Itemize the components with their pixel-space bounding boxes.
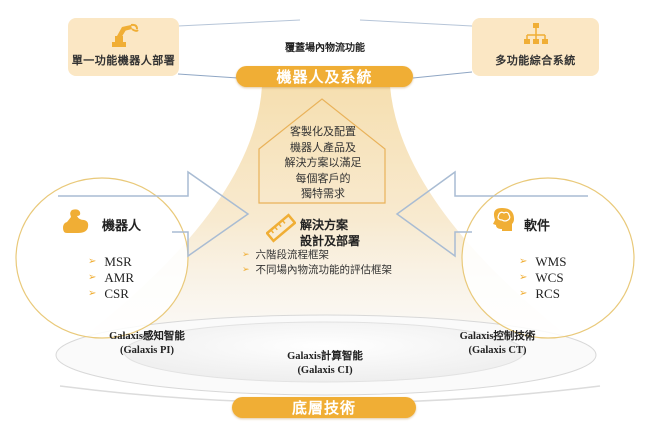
software-list: ➢WMS ➢WCS ➢RCS [519, 254, 566, 302]
robots-systems-pill: 機器人及系統 [236, 66, 413, 87]
muscle-arm-icon [63, 209, 89, 233]
bullet-arrow-icon: ➢ [242, 265, 250, 275]
inner-disc [123, 321, 525, 383]
tech-perception: Galaxis感知智能 (Galaxis PI) [109, 331, 185, 356]
tech-computing: Galaxis計算智能 (Galaxis CI) [287, 351, 363, 376]
funnel-shape [92, 86, 560, 330]
list-item: ➢MSR [88, 254, 132, 269]
bullet-arrow-icon: ➢ [519, 256, 528, 267]
house-outline [258, 98, 386, 204]
robots-title: 機器人 [102, 219, 142, 234]
house-text: 客製化及配置 機器人產品及 解決方案以滿足 每個客戶的 獨特需求 [284, 125, 362, 200]
bullet-arrow-icon: ➢ [88, 272, 97, 283]
solution-title: 解決方案 設計及部署 [300, 218, 361, 248]
right-arrow [395, 170, 588, 258]
robot-arm-icon [112, 23, 139, 47]
hierarchy-icon [524, 23, 548, 44]
brain-head-icon [493, 208, 514, 231]
solution-list: ➢六階段流程框架 ➢不同場內物流功能的評估框架 [242, 248, 392, 278]
left-arrow [58, 170, 250, 258]
bullet-arrow-icon: ➢ [519, 288, 528, 299]
robots-circle [15, 177, 189, 339]
list-item: ➢WCS [519, 270, 564, 285]
list-item: ➢六階段流程框架 [242, 249, 330, 261]
robots-list: ➢MSR ➢AMR ➢CSR [88, 254, 134, 302]
bullet-arrow-icon: ➢ [519, 272, 528, 283]
single-function-card: 單一功能機器人部署 [68, 18, 179, 76]
list-item: ➢AMR [88, 270, 135, 285]
multi-function-label: 多功能綜合系統 [495, 54, 576, 67]
connector-line [177, 19, 301, 27]
multi-function-card: 多功能綜合系統 [472, 18, 599, 76]
connector-caption: 覆蓋場內物流功能 [285, 43, 365, 54]
list-item: ➢CSR [88, 286, 129, 301]
single-function-label: 單一功能機器人部署 [71, 54, 176, 67]
tech-control: Galaxis控制技術 (Galaxis CT) [459, 331, 536, 356]
underlying-tech-pill: 底層技術 [232, 397, 416, 418]
bullet-arrow-icon: ➢ [242, 250, 250, 260]
list-item: ➢WMS [519, 254, 567, 269]
list-item: ➢RCS [519, 286, 560, 301]
ruler-icon [266, 213, 296, 243]
list-item: ➢不同場內物流功能的評估框架 [242, 264, 393, 276]
bullet-arrow-icon: ➢ [88, 256, 97, 267]
software-title: 軟件 [524, 219, 551, 234]
bullet-arrow-icon: ➢ [88, 288, 97, 299]
